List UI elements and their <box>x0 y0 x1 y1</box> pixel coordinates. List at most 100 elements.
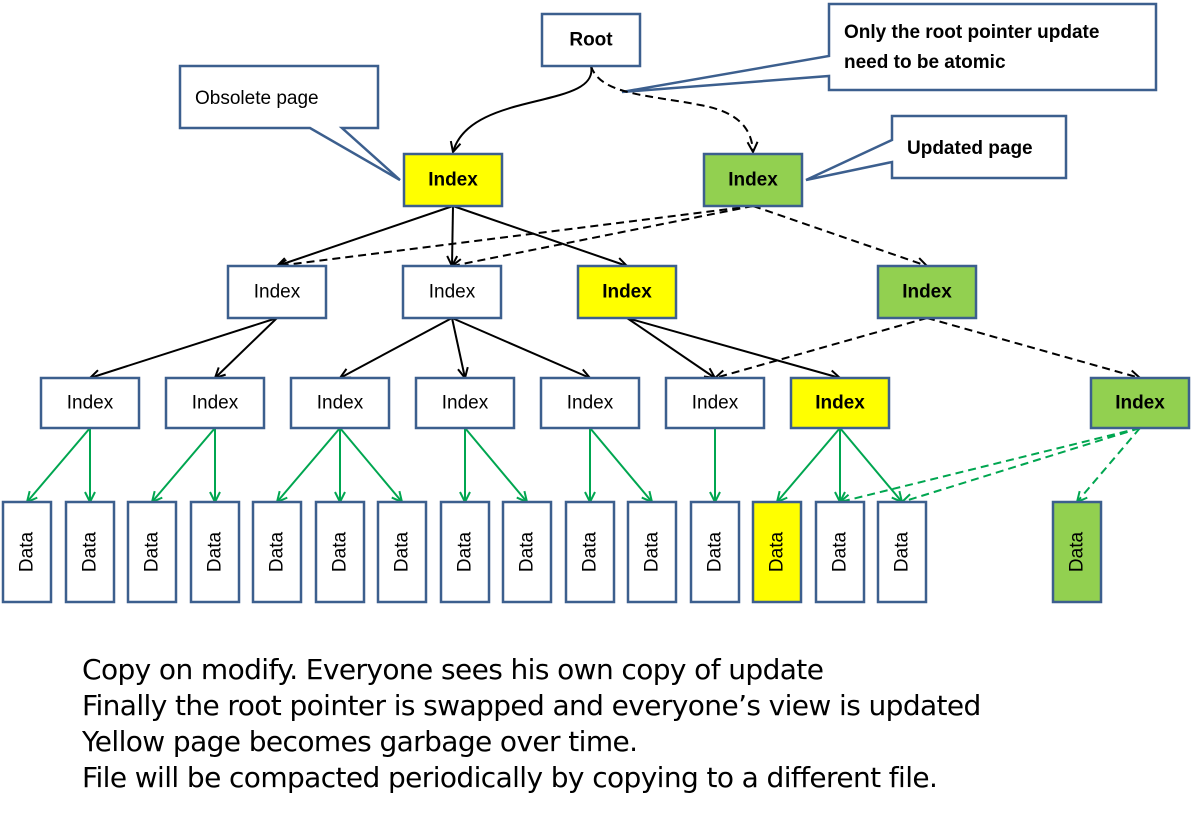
edge-l2-3-to-l3-7 <box>626 317 840 378</box>
callout-atomic-line-1: Only the root pointer update <box>844 22 1099 43</box>
data-page-8: Data <box>439 500 491 604</box>
index-l3-1-label: Index <box>67 393 114 414</box>
caption-line-4: File will be compacted periodically by c… <box>82 761 938 794</box>
data-page-7-box <box>376 500 428 604</box>
index-l3-6-box <box>664 376 766 430</box>
index-l3-7-label: Index <box>815 393 865 414</box>
index-l3-4-box <box>414 376 516 430</box>
index-l2-2-label: Index <box>429 282 476 303</box>
data-page-3-box <box>126 500 178 604</box>
data-page-12: Data <box>689 500 741 604</box>
edge-l1-obsolete-to-l2-1 <box>277 205 454 266</box>
index-l1-2-box <box>702 152 804 208</box>
index-l2-2: Index <box>401 264 503 320</box>
index-l2-1-box <box>226 264 328 320</box>
data-page-5-label: Data <box>267 532 288 573</box>
data-page-8-box <box>439 500 491 604</box>
index-l1-2-label: Index <box>728 170 778 191</box>
data-page-10-box <box>564 500 616 604</box>
edge-root-to-updated-index <box>590 65 753 152</box>
index-l3-7: Index <box>789 376 891 430</box>
data-page-11: Data <box>626 500 678 604</box>
data-page-11-label: Data <box>642 532 663 573</box>
index-l2-1-label: Index <box>254 282 301 303</box>
callout-updated-page: Updated page <box>805 114 1068 182</box>
index-l2-4-label: Index <box>902 282 952 303</box>
data-page-12-box <box>689 500 741 604</box>
index-l3-5: Index <box>539 376 641 430</box>
data-page-7-label: Data <box>392 532 413 573</box>
data-page-8-label: Data <box>455 532 476 573</box>
edge-l2-2-to-l3-3 <box>340 317 453 378</box>
callout-atomic-update: Only the root pointer update need to be … <box>621 2 1158 94</box>
root-node-box <box>540 12 642 68</box>
index-l3-8: Index <box>1089 376 1191 430</box>
index-l3-3-box <box>289 376 391 430</box>
index-l3-4: Index <box>414 376 516 430</box>
data-page-14-box <box>814 500 866 604</box>
edge-l1-updated-to-l2-4 <box>752 205 927 266</box>
caption: Copy on modify. Everyone sees his own co… <box>82 652 1182 796</box>
edge-l1-obsolete-to-l2-2 <box>452 205 453 266</box>
data-page-2-box <box>64 500 116 604</box>
index-l3-8-label: Index <box>1115 393 1165 414</box>
data-page-13-box <box>751 500 803 604</box>
index-l3-2-label: Index <box>192 393 239 414</box>
edge-l2-3-to-l3-6 <box>626 317 715 378</box>
index-l3-2: Index <box>164 376 266 430</box>
caption-line-1: Copy on modify. Everyone sees his own co… <box>82 653 824 686</box>
data-page-16-label: Data <box>1067 532 1088 573</box>
edge-l2-2-to-l3-5 <box>451 317 590 378</box>
index-l1-1: Index <box>402 152 504 208</box>
index-l2-2-box <box>401 264 503 320</box>
index-l3-3-label: Index <box>317 393 364 414</box>
edge-root-to-obsolete-index <box>453 65 593 152</box>
data-page-14: Data <box>814 500 866 604</box>
caption-line-2: Finally the root pointer is swapped and … <box>82 689 981 722</box>
index-l2-1: Index <box>226 264 328 320</box>
index-l2-4-box <box>876 264 978 320</box>
data-page-9: Data <box>501 500 553 604</box>
callout-updated-text: Updated page <box>907 138 1033 159</box>
edge-l2-4-to-l3-6 <box>715 317 928 378</box>
data-page-3-label: Data <box>142 532 163 573</box>
data-page-2-label: Data <box>80 532 101 573</box>
callout-atomic-line-2: need to be atomic <box>844 52 1006 73</box>
edge-l2-2-to-l3-4 <box>451 317 465 378</box>
index-l2-4: Index <box>876 264 978 320</box>
data-page-10-label: Data <box>580 532 601 573</box>
data-page-7: Data <box>376 500 428 604</box>
index-l3-6-label: Index <box>692 393 739 414</box>
index-l2-3-box <box>576 264 678 320</box>
caption-line-3: Yellow page becomes garbage over time. <box>82 725 638 758</box>
data-page-10: Data <box>564 500 616 604</box>
edge-l2-1-to-l3-1 <box>90 317 278 378</box>
edge-l3-8-to-data-16 <box>1077 427 1141 502</box>
index-l3-7-box <box>789 376 891 430</box>
data-page-6-box <box>314 500 366 604</box>
data-page-4-box <box>189 500 241 604</box>
index-l3-3: Index <box>289 376 391 430</box>
edge-l1-obsolete-to-l2-3 <box>452 205 627 266</box>
index-l3-1-box <box>39 376 141 430</box>
edge-l3-7-to-data-15 <box>839 427 902 502</box>
index-l3-4-label: Index <box>442 393 489 414</box>
callout-obsolete-text: Obsolete page <box>195 88 319 109</box>
edge-l3-4-to-data-9 <box>464 427 527 502</box>
index-l2-3-label: Index <box>602 282 652 303</box>
data-page-12-label: Data <box>705 532 726 573</box>
edge-l3-3-to-data-5 <box>277 427 341 502</box>
edge-l3-2-to-data-3 <box>152 427 216 502</box>
root-node: Root <box>540 12 642 68</box>
data-page-4-label: Data <box>205 532 226 573</box>
data-page-13-label: Data <box>767 532 788 573</box>
data-page-9-label: Data <box>517 532 538 573</box>
edge-l3-1-to-data-1 <box>27 427 91 502</box>
data-page-15-label: Data <box>892 532 913 573</box>
edge-l3-8-to-data-15 <box>902 427 1141 502</box>
edge-l3-8-to-data-14 <box>840 427 1141 502</box>
edge-l3-5-to-data-11 <box>589 427 652 502</box>
index-l1-1-box <box>402 152 504 208</box>
